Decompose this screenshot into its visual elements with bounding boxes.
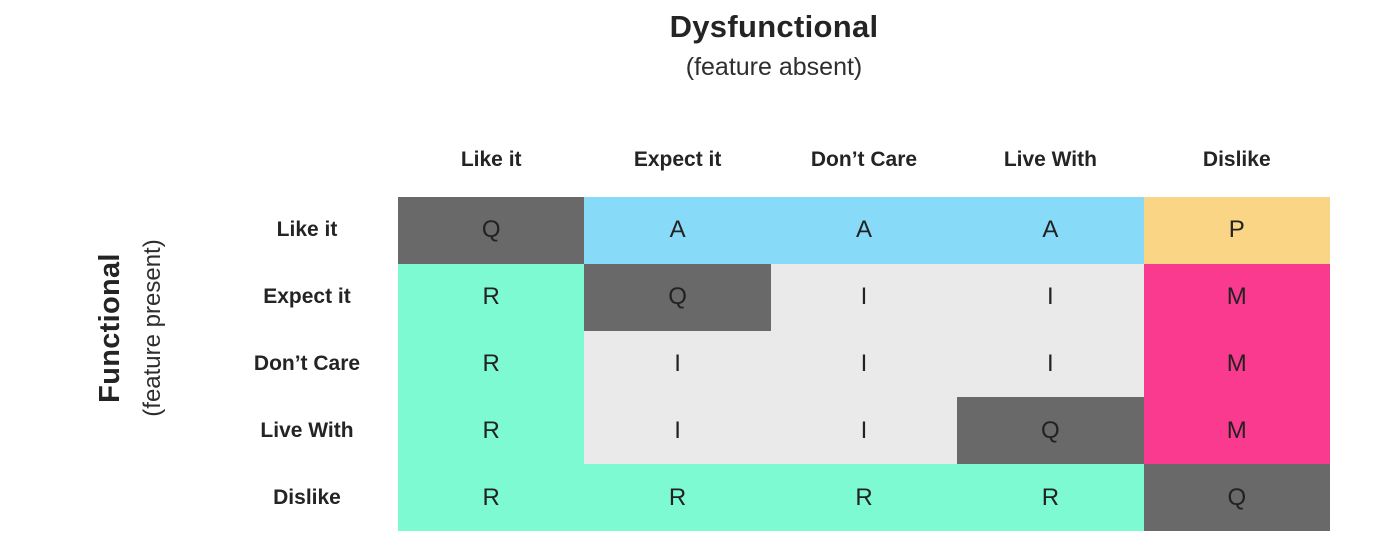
matrix-cell: R <box>398 464 585 531</box>
matrix-cell: R <box>398 263 585 331</box>
matrix-cell: Q <box>957 397 1144 465</box>
x-axis-title-main: Dysfunctional <box>669 9 879 44</box>
matrix-cell: M <box>1143 330 1330 398</box>
matrix-cell: P <box>1143 197 1330 264</box>
y-axis-title-sub: (feature present) <box>139 239 166 417</box>
y-axis-title-main: Functional <box>94 253 126 403</box>
matrix-cell: I <box>770 263 958 331</box>
matrix-cell: Q <box>584 263 771 331</box>
matrix-cell: A <box>770 197 958 264</box>
row-header: Don’t Care <box>253 351 361 375</box>
row-header: Live With <box>260 418 354 442</box>
row-header: Like it <box>276 218 338 242</box>
matrix-cell: A <box>957 197 1144 264</box>
x-axis-title: Dysfunctional (feature absent) <box>670 8 879 82</box>
column-header: Expect it <box>633 148 722 171</box>
matrix-cell: R <box>770 464 958 531</box>
matrix-cell: Q <box>398 197 585 264</box>
column-header: Dislike <box>1202 148 1271 171</box>
matrix-cell: M <box>1143 263 1330 331</box>
row-header: Expect it <box>263 285 351 309</box>
matrix-cell: M <box>1143 397 1330 465</box>
column-header: Don’t Care <box>810 148 918 171</box>
matrix-cell: I <box>957 330 1144 398</box>
matrix-cell: A <box>584 197 771 264</box>
matrix-cell: I <box>770 330 958 398</box>
matrix-cell: R <box>584 464 771 531</box>
matrix-cell: I <box>957 263 1144 331</box>
y-axis-title: Functional (feature present) <box>87 178 177 478</box>
matrix-cell: I <box>584 397 771 465</box>
x-axis-title-sub: (feature absent) <box>685 53 863 81</box>
matrix-cell: I <box>770 397 958 465</box>
matrix-cell: Q <box>1143 464 1330 531</box>
column-header: Like it <box>460 148 522 171</box>
matrix-cell: R <box>398 330 585 398</box>
column-headers: Like it Expect it Don’t Care Live With Disli… <box>398 141 1330 179</box>
column-header: Live With <box>1003 148 1097 171</box>
matrix-cell: I <box>584 330 771 398</box>
matrix-cell: R <box>957 464 1144 531</box>
matrix-cell: R <box>398 397 585 465</box>
row-header: Dislike <box>273 485 341 509</box>
